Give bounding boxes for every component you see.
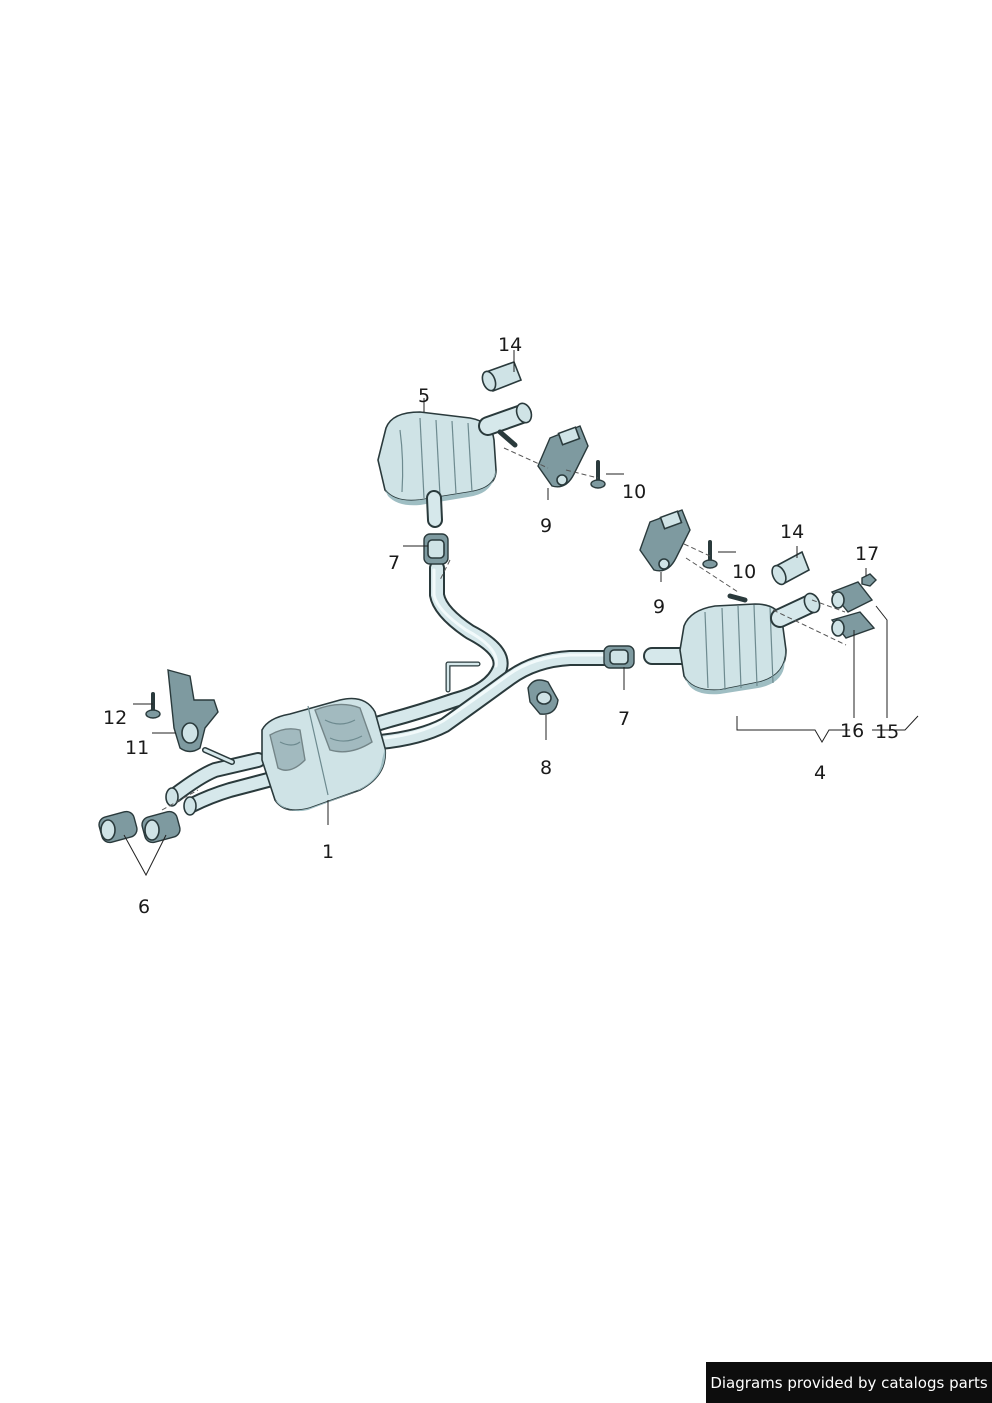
center-muffler: [261, 697, 387, 812]
callout-7-left: 7: [388, 552, 400, 574]
catalog-credit-text: Diagrams provided by catalogs parts: [710, 1373, 988, 1392]
callout-9-lower: 9: [653, 596, 665, 618]
nut-17: [861, 573, 877, 587]
callout-14-left: 14: [498, 334, 522, 356]
callout-10-upper: 10: [622, 481, 646, 503]
rubber-mount-8: [527, 679, 559, 715]
bolt-12: [145, 692, 161, 719]
assembly-lines: [161, 447, 847, 811]
bracket-9-upper: [537, 425, 589, 488]
callout-7-right: 7: [618, 708, 630, 730]
callout-8: 8: [540, 757, 552, 779]
callout-9-upper: 9: [540, 515, 552, 537]
sleeve-14-right: [771, 550, 811, 586]
callout-16: 16: [840, 720, 864, 742]
bolt-10-upper: [590, 460, 606, 489]
callout-1: 1: [322, 841, 334, 863]
callout-11: 11: [125, 737, 149, 759]
tail-trim-15: [830, 581, 874, 613]
callout-12: 12: [103, 707, 127, 729]
exhaust-pipes: [165, 560, 693, 816]
clamp-6-pair: [98, 810, 181, 844]
callout-6: 6: [138, 896, 150, 918]
callout-14-right: 14: [780, 521, 804, 543]
right-rear-muffler: [679, 592, 821, 695]
callout-10-lower: 10: [732, 561, 756, 583]
bracket-9-lower: [639, 509, 691, 572]
leader-lines: [123, 350, 919, 877]
callout-labels: 1 4 5 6 7 7 8 9 9 10 10 11 12 14 14 15 1…: [103, 334, 899, 918]
bolt-10-lower: [702, 540, 718, 569]
callout-4: 4: [814, 762, 826, 784]
callout-15: 15: [875, 721, 899, 743]
left-rear-muffler: [377, 402, 533, 528]
catalog-credit-banner: Diagrams provided by catalogs parts: [706, 1362, 992, 1403]
callout-17: 17: [855, 543, 879, 565]
tail-trim-16: [830, 611, 876, 639]
callout-5: 5: [418, 385, 430, 407]
clamp-7-left: [423, 533, 449, 565]
hanger-bracket-11: [167, 669, 219, 753]
sleeve-14-left: [481, 360, 523, 393]
clamp-7-right: [603, 645, 635, 669]
